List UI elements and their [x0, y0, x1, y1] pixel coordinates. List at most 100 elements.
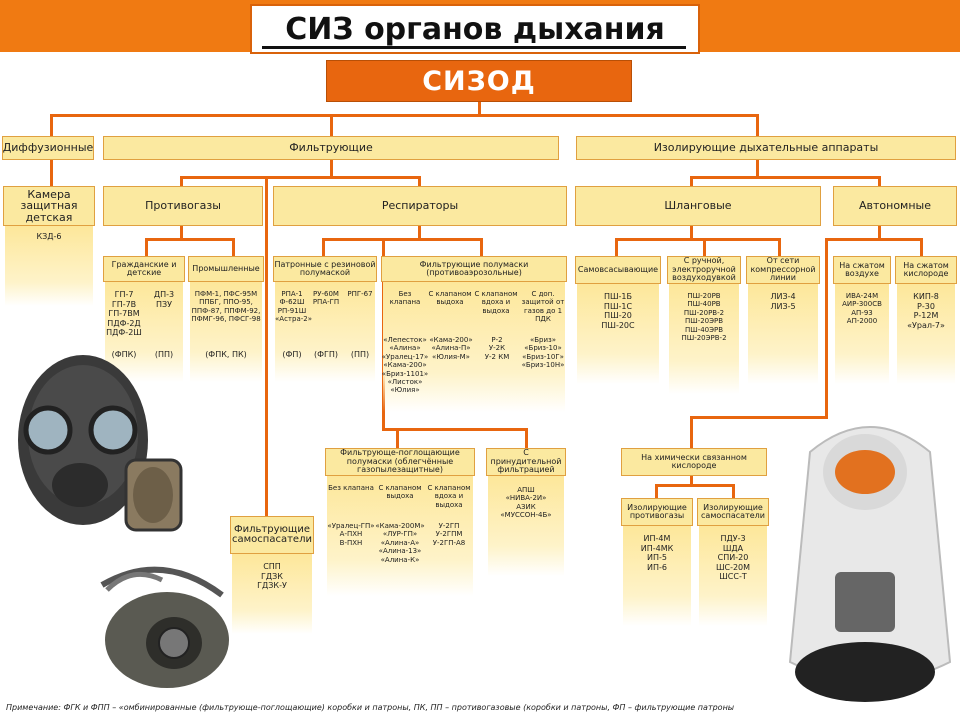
node-filter-selfrescuer: Фильтрующие самоспасатели — [230, 516, 314, 554]
node-chemical-oxygen: На химически связанном кислороде — [621, 448, 767, 476]
hm-sub-3: С клапаном вдоха и выдоха — [474, 290, 518, 315]
manual-items: ПШ-20РВ ПШ-40РВ ПШ-20РВ-2 ПШ-20ЭРВ ПШ-40… — [681, 292, 727, 342]
connector — [825, 238, 923, 241]
respirator-illustration — [100, 566, 229, 688]
connector — [878, 176, 881, 186]
node-forced-filtration: С принудительной фильтрацией — [486, 448, 566, 476]
title-underline — [262, 46, 686, 49]
civil-items-2: ДП-3 ПЗУ — [153, 290, 175, 309]
connector — [322, 238, 325, 256]
connector — [690, 416, 693, 448]
connector — [480, 238, 483, 256]
diffusion-items: КЗД-6 — [36, 232, 62, 241]
connector — [180, 226, 183, 240]
hm-sub-2: С клапаном выдоха — [428, 290, 472, 307]
connector — [690, 176, 880, 179]
connector — [265, 176, 268, 516]
connector — [655, 484, 658, 498]
connector — [396, 428, 399, 448]
forced-items: АПШ «НИВА-2И» АЗИК «МУССОН-4Б» — [500, 486, 552, 520]
node-iso-gasmasks: Изолирующие противогазы — [621, 498, 693, 526]
connector — [145, 238, 148, 256]
column-diffusion — [5, 226, 93, 306]
connector — [322, 238, 482, 241]
node-diffusion: Диффузионные — [2, 136, 94, 160]
cartridge-items-c: РПГ-67 — [347, 290, 373, 298]
isolating-suit-illustration — [788, 426, 952, 702]
compressed-air-items: ИВА-24М АИР-300СВ АП-93 АП-2000 — [842, 292, 882, 326]
gashm-sub-2: С клапаном выдоха — [378, 484, 422, 501]
cartridge-tag-b: (ФГП) — [313, 350, 339, 359]
compressed-oxygen-items: КИП-8 Р-30 Р-12М «Урал-7» — [907, 292, 945, 330]
node-halfmask: Фильтрующие полумаски (противоаэрозольны… — [381, 256, 567, 282]
node-hose: Шланговые — [575, 186, 821, 226]
hm-sub-4: С доп. защитой от газов до 1 ПДК — [521, 290, 565, 324]
node-cartridge: Патронные с резиновой полумаской — [273, 256, 377, 282]
connector — [478, 102, 481, 116]
connector — [180, 176, 183, 186]
column-compressed-oxygen — [897, 284, 955, 384]
connector — [756, 160, 759, 178]
footnote: Примечание: ФГК и ФПП – «омбинированные … — [6, 703, 735, 712]
column-manual — [669, 284, 739, 394]
connector — [330, 114, 333, 136]
column-filter-selfrescuer — [232, 554, 312, 634]
connector — [418, 176, 421, 186]
connector — [732, 484, 735, 498]
connector — [418, 226, 421, 240]
connector — [50, 160, 53, 186]
node-child-chamber: Камера защитная детская — [3, 186, 95, 226]
node-manual-blower: С ручной, электроручной воздуходувкой — [667, 256, 741, 284]
column-cartridge — [275, 282, 375, 382]
iso-gasmasks-items: ИП-4М ИП-4МК ИП-5 ИП-6 — [640, 534, 674, 572]
connector — [778, 238, 781, 256]
column-self-suction — [577, 284, 659, 384]
node-iso-selfrescuers: Изолирующие самоспасатели — [697, 498, 769, 526]
network-items: ЛИЗ-4 ЛИЗ-5 — [770, 292, 796, 311]
column-iso-gasmasks — [623, 526, 691, 626]
connector — [180, 176, 420, 179]
hm-items-1: «Лепесток» «Алина» «Уралец-17» «Кама-200… — [381, 336, 429, 395]
gashm-items-3: У-2ГП У-2ГПМ У-2ГП-А8 — [432, 522, 466, 547]
selfrescuer-items: СПП ГДЗК ГДЗК-У — [257, 562, 287, 591]
connector — [690, 416, 828, 419]
node-civil: Гражданские и детские — [103, 256, 185, 282]
connector — [703, 238, 706, 256]
connector — [920, 238, 923, 256]
gas-mask-illustration — [18, 355, 183, 532]
industrial-items: ПФМ-1, ПФС-95М ППБГ, ППО-95, ППФ-87, ППФ… — [191, 290, 261, 324]
node-respirators: Респираторы — [273, 186, 567, 226]
connector — [330, 160, 333, 178]
node-autonomous: Автономные — [833, 186, 957, 226]
node-compressed-oxygen: На сжатом кислороде — [895, 256, 957, 284]
cartridge-items-b: РУ-60М РПА-ГП — [312, 290, 340, 307]
column-gas-halfmask — [327, 476, 473, 596]
industrial-tag: (ФПК, ПК) — [205, 350, 247, 359]
civil-tag-1: (ФПК) — [111, 350, 137, 359]
connector — [50, 114, 758, 117]
civil-tag-2: (ПП) — [154, 350, 174, 359]
connector — [382, 428, 528, 431]
iso-selfrescuers-items: ПДУ-3 ШДА СПИ-20 ШС-20М ШСС-Т — [715, 534, 751, 582]
gashm-sub-3: С клапаном вдоха и выдоха — [427, 484, 471, 509]
node-gas-halfmask: Фильтрующе-поглощающие полумаски (облегч… — [325, 448, 475, 476]
connector — [690, 476, 693, 486]
civil-items-1: ГП-7 ГП-7В ГП-7ВМ ПДФ-2Д ПДФ-2Ш — [106, 290, 142, 338]
self-suction-items: ПШ-1Б ПШ-1С ПШ-20 ПШ-20С — [601, 292, 635, 330]
gashm-sub-1: Без клапана — [328, 484, 374, 492]
column-compressed-air — [835, 284, 889, 384]
connector — [690, 226, 693, 240]
column-industrial — [190, 282, 262, 382]
connector — [50, 114, 53, 136]
column-forced — [488, 476, 564, 576]
cartridge-tag-c: (ПП) — [350, 350, 370, 359]
gashm-items-1: «Уралец-ГП» А-ПХН В-ПХН — [327, 522, 375, 547]
connector — [525, 428, 528, 448]
connector — [615, 238, 618, 256]
connector — [145, 238, 235, 241]
connector — [825, 238, 828, 418]
cartridge-items-a: РПА-1 Ф-62Ш РП-91Ш «Астра-2» — [275, 290, 312, 324]
page-title: СИЗ органов дыхания — [250, 4, 700, 54]
connector — [756, 114, 759, 136]
root-node: СИЗОД — [326, 60, 632, 102]
